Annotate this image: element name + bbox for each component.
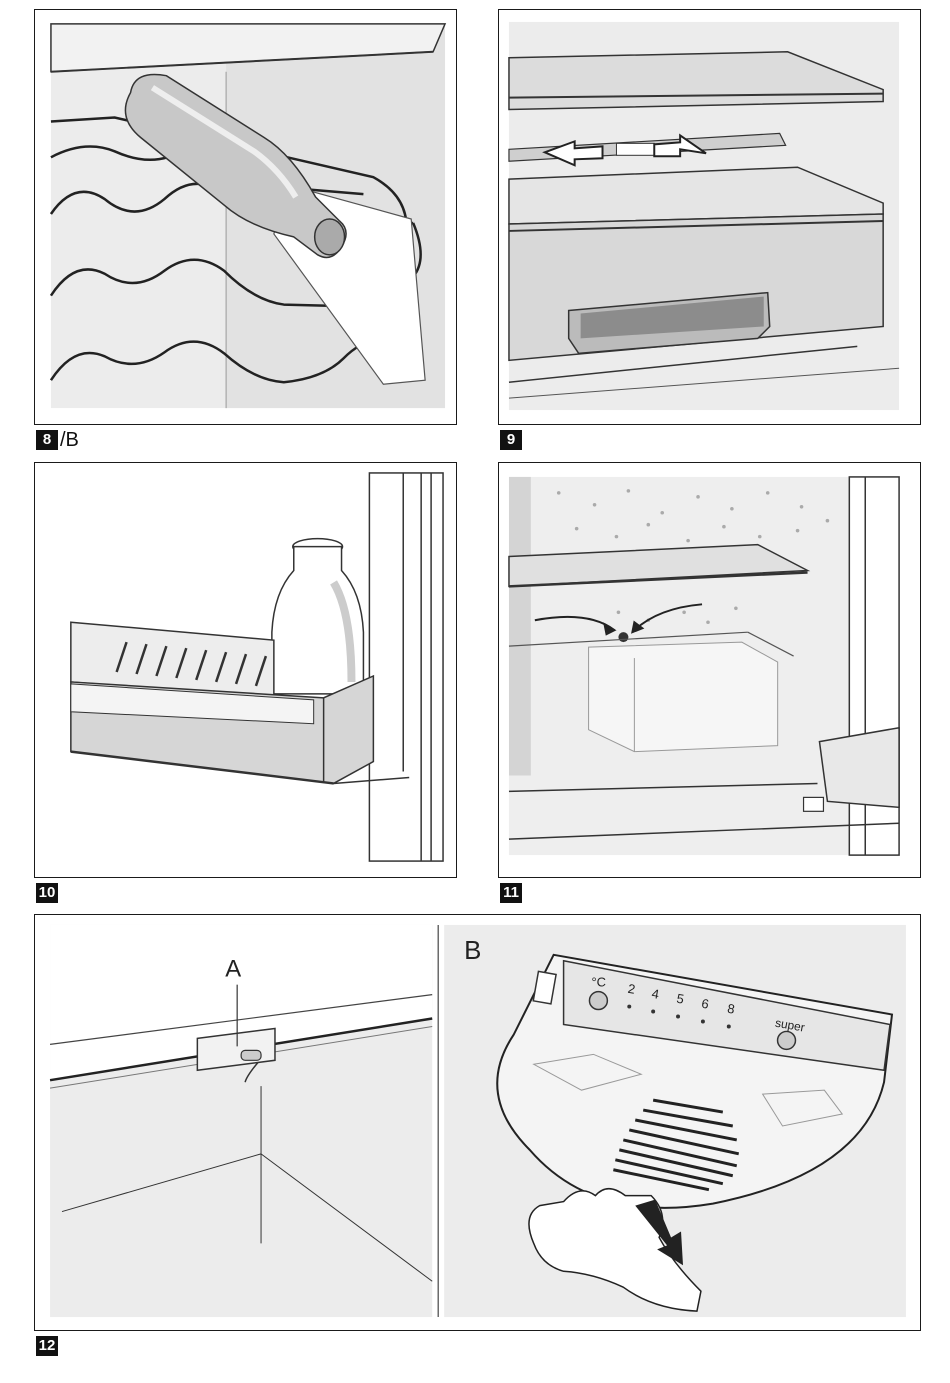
milk-bottle — [272, 539, 364, 694]
figure-number-badge: 9 — [500, 430, 522, 450]
figure-9-illustration — [498, 9, 921, 425]
wine-rack-drawing — [35, 10, 456, 424]
figure-12-illustration: A B °C 2 4 5 6 8 super — [34, 914, 921, 1331]
figure-number-badge: 8 — [36, 430, 58, 450]
figure-number-badge: 12 — [36, 1336, 58, 1356]
condensation-drawing — [499, 463, 920, 877]
figure-number-badge: 11 — [500, 883, 522, 903]
degree-unit-label: °C — [591, 975, 606, 990]
temperature-button — [589, 992, 607, 1010]
label-b: B — [464, 937, 481, 965]
drawer-rail-drawing — [499, 10, 920, 424]
figure-number-badge: 10 — [36, 883, 58, 903]
label-a: A — [225, 956, 241, 983]
super-button — [778, 1031, 796, 1049]
figure-suffix-label: /B — [60, 430, 79, 450]
control-panel-drawing: A B °C 2 4 5 6 8 super — [35, 915, 920, 1330]
figure-11-illustration — [498, 462, 921, 878]
door-rack-drawing — [35, 463, 456, 877]
figure-8-illustration — [34, 9, 457, 425]
figure-10-illustration — [34, 462, 457, 878]
